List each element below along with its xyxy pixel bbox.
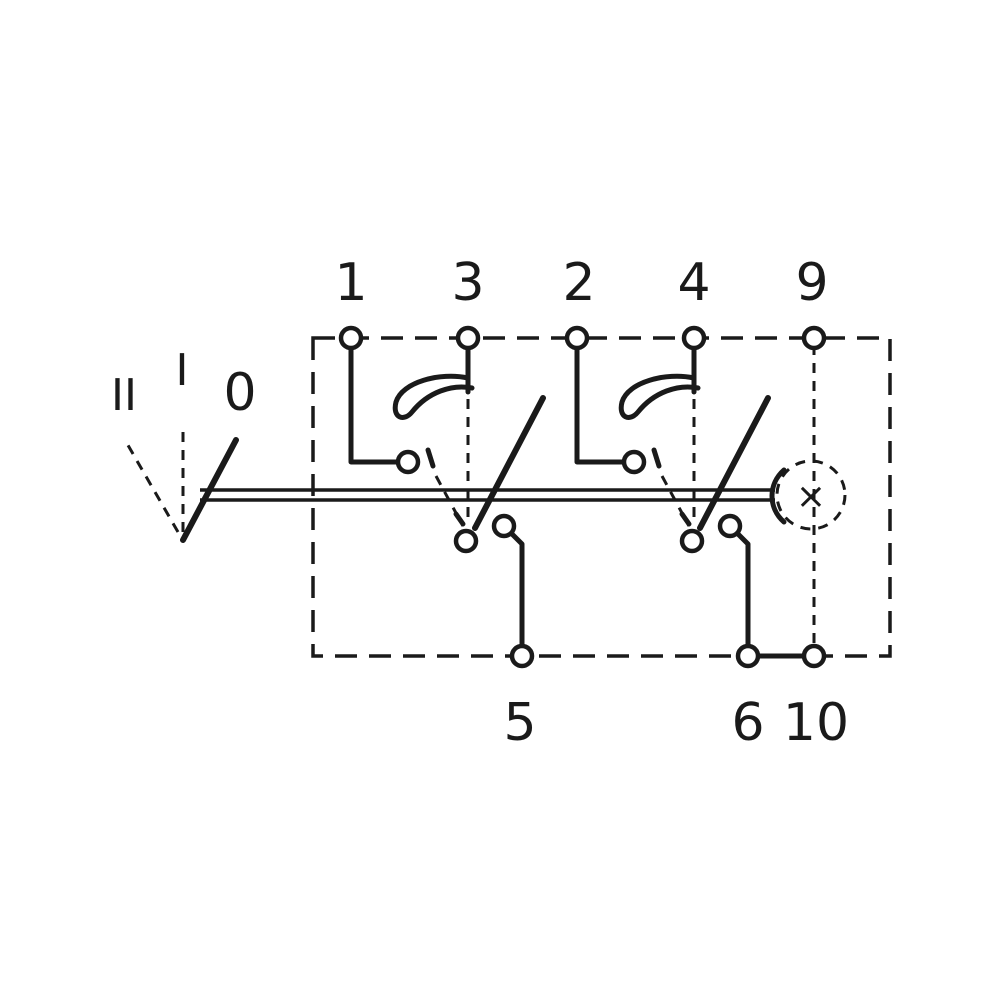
contact-bridge-dash-2 bbox=[660, 475, 691, 527]
moving-contact-1 bbox=[472, 395, 546, 531]
contact-tick-2a bbox=[651, 447, 662, 469]
position-label-0: 0 bbox=[223, 363, 256, 423]
terminal-6 bbox=[735, 643, 761, 669]
contact-tick-1b bbox=[453, 511, 466, 527]
indicator-lamp bbox=[775, 459, 847, 531]
indicator-lamp-icon: × bbox=[796, 476, 826, 517]
contact-tick-1a bbox=[425, 447, 436, 469]
terminal-label-10: 10 bbox=[783, 693, 849, 753]
moving-contact-2 bbox=[697, 395, 771, 531]
lever-position-II bbox=[123, 439, 180, 533]
terminal-label-1: 1 bbox=[334, 253, 367, 313]
lever-position-0 bbox=[180, 437, 239, 543]
contact-tick-2b bbox=[679, 511, 692, 527]
switch-contact-1b bbox=[491, 513, 517, 539]
switch-contact-2a bbox=[679, 528, 705, 554]
terminal-10 bbox=[801, 643, 827, 669]
switch-contact-1a bbox=[453, 528, 479, 554]
switch-housing bbox=[311, 336, 892, 658]
wire-terminal-2 bbox=[574, 335, 637, 465]
terminal-2 bbox=[564, 325, 590, 351]
switch-contact-2b bbox=[717, 513, 743, 539]
position-label-I: I bbox=[176, 345, 189, 396]
fixed-contact-2 bbox=[621, 449, 647, 475]
terminal-label-6: 6 bbox=[731, 693, 764, 753]
position-label-II: II bbox=[111, 370, 137, 421]
wire-terminal-1 bbox=[348, 335, 411, 465]
terminal-label-4: 4 bbox=[677, 253, 710, 313]
fixed-contact-1 bbox=[395, 449, 421, 475]
terminal-5 bbox=[509, 643, 535, 669]
terminal-9 bbox=[801, 325, 827, 351]
spring-contact-2 bbox=[618, 373, 701, 420]
wire-terminal-5 bbox=[501, 523, 525, 659]
wire-terminal-6 bbox=[727, 523, 751, 659]
terminal-label-9: 9 bbox=[795, 253, 828, 313]
terminal-1 bbox=[338, 325, 364, 351]
terminal-3 bbox=[455, 325, 481, 351]
spring-contact-1 bbox=[392, 373, 475, 420]
terminal-label-3: 3 bbox=[451, 253, 484, 313]
terminal-4 bbox=[681, 325, 707, 351]
terminal-label-2: 2 bbox=[562, 253, 595, 313]
lamp-bracket bbox=[769, 467, 787, 525]
terminal-label-5: 5 bbox=[503, 693, 536, 753]
contact-bridge-dash-1 bbox=[434, 475, 465, 527]
